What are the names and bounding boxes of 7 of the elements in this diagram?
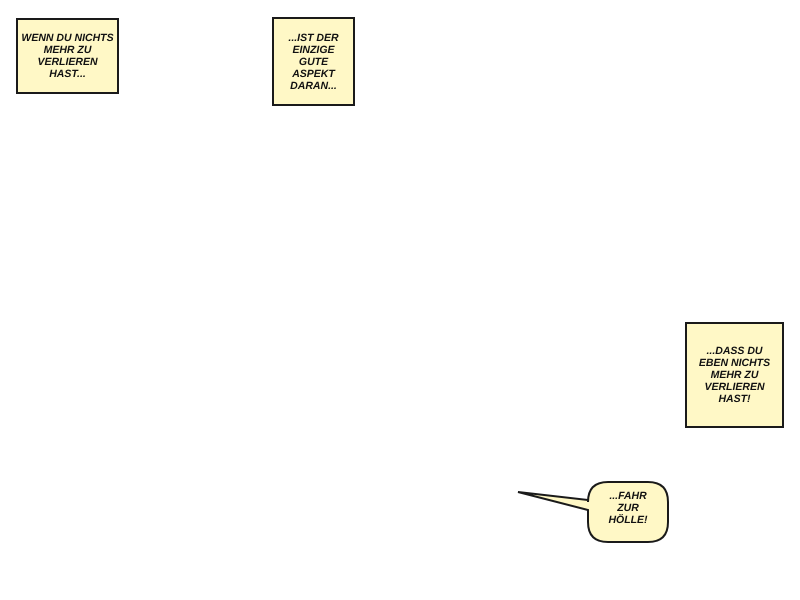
caption-box bbox=[272, 17, 355, 106]
caption-box bbox=[16, 18, 119, 94]
caption-box bbox=[685, 322, 784, 428]
caption-text: ...DASS DU EBEN NICHTS MEHR ZU VERLIEREN HAST! bbox=[698, 345, 770, 405]
speech-text: ...FAHR ZUR HÖLLE! bbox=[607, 490, 649, 526]
caption-text: WENN DU NICHTS MEHR ZU VERLIEREN HAST... bbox=[20, 32, 114, 80]
caption-text: ...IST DER EINZIGE GUTE ASPEKT DARAN... bbox=[287, 32, 340, 92]
